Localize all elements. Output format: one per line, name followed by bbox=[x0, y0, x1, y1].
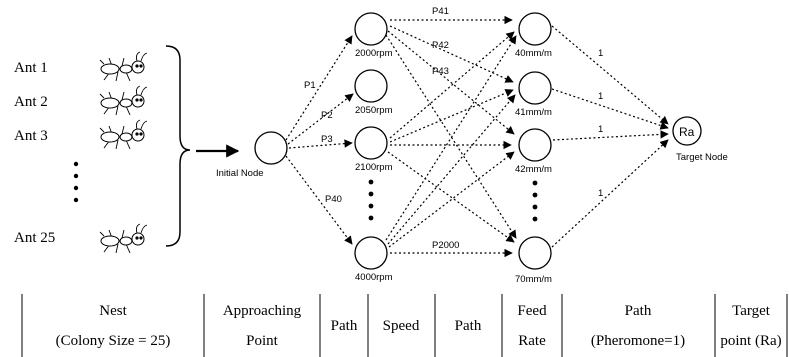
target-node bbox=[672, 116, 702, 146]
edge-label-p2000: P2000 bbox=[432, 240, 459, 251]
ant-1-label: Ant 1 bbox=[14, 60, 48, 76]
table-path-1: Path bbox=[331, 318, 358, 334]
edge-label-p40: P40 bbox=[325, 194, 342, 205]
speed-label-2000: 2000rpm bbox=[355, 48, 393, 59]
edge-label-1c: 1 bbox=[598, 124, 603, 135]
table-speed: Speed bbox=[383, 318, 420, 334]
ellipsis-dots-feed bbox=[532, 180, 538, 222]
initial-node-label: Initial Node bbox=[216, 168, 264, 179]
table-path3-line1: Path bbox=[625, 303, 652, 319]
table-feed-line2: Rate bbox=[518, 333, 546, 349]
ant-2-label: Ant 2 bbox=[14, 94, 48, 110]
table-path3-line2: (Pheromone=1) bbox=[591, 333, 685, 349]
curly-brace bbox=[165, 45, 191, 247]
ant-3-icon bbox=[99, 119, 148, 150]
speed-node-2000 bbox=[354, 12, 388, 46]
ant-2-icon bbox=[99, 85, 148, 116]
target-node-symbol: Ra bbox=[679, 125, 695, 139]
ant-3-label: Ant 3 bbox=[14, 128, 48, 144]
speed-label-2100: 2100rpm bbox=[355, 162, 393, 173]
table-approaching-line1: Approaching bbox=[223, 303, 302, 319]
edge-label-p3: P3 bbox=[321, 134, 333, 145]
speed-node-2050 bbox=[354, 69, 388, 103]
feed-node-70 bbox=[518, 236, 552, 270]
feed-node-42 bbox=[518, 128, 552, 162]
edge-label-p41: P41 bbox=[432, 6, 449, 17]
speed-node-2100 bbox=[354, 126, 388, 160]
legend-table: Nest (Colony Size = 25) Approaching Poin… bbox=[21, 294, 788, 357]
edges-speed-to-feed bbox=[385, 15, 517, 258]
feed-label-41: 41mm/m bbox=[515, 107, 552, 118]
speed-label-2050: 2050rpm bbox=[355, 105, 393, 116]
table-approaching-line2: Point bbox=[246, 333, 279, 349]
ant-25-label: Ant 25 bbox=[14, 230, 55, 246]
initial-node bbox=[254, 131, 288, 165]
edges-initial-to-speed bbox=[285, 35, 354, 245]
edge-label-1b: 1 bbox=[598, 91, 603, 102]
ellipsis-dots-ants bbox=[73, 161, 79, 203]
speed-label-4000: 4000rpm bbox=[355, 272, 393, 283]
table-feed-line1: Feed bbox=[517, 303, 547, 319]
edge-label-p1: P1 bbox=[304, 80, 316, 91]
target-node-label: Target Node bbox=[676, 152, 728, 163]
ant-25-icon bbox=[99, 223, 148, 254]
table-nest-line1: Nest bbox=[99, 303, 127, 319]
table-nest-line2: (Colony Size = 25) bbox=[56, 333, 171, 349]
table-path-2: Path bbox=[455, 318, 482, 334]
table-target-line1: Target bbox=[732, 303, 771, 319]
edges-feed-to-target bbox=[551, 25, 669, 248]
feed-node-41 bbox=[518, 71, 552, 105]
feed-node-40 bbox=[518, 12, 552, 46]
feed-label-70: 70mm/m bbox=[515, 274, 552, 285]
edge-label-p43: P43 bbox=[432, 66, 449, 77]
edge-label-1a: 1 bbox=[598, 48, 603, 59]
edge-label-p2: P2 bbox=[321, 110, 333, 121]
feed-label-40: 40mm/m bbox=[515, 48, 552, 59]
edge-label-1d: 1 bbox=[598, 188, 603, 199]
ellipsis-dots-speed bbox=[368, 179, 374, 221]
ant-1-icon bbox=[99, 51, 148, 82]
table-target-line2: point (Ra) bbox=[720, 333, 781, 349]
edge-label-p42: P42 bbox=[432, 40, 449, 51]
speed-node-4000 bbox=[354, 236, 388, 270]
feed-label-42: 42mm/m bbox=[515, 164, 552, 175]
